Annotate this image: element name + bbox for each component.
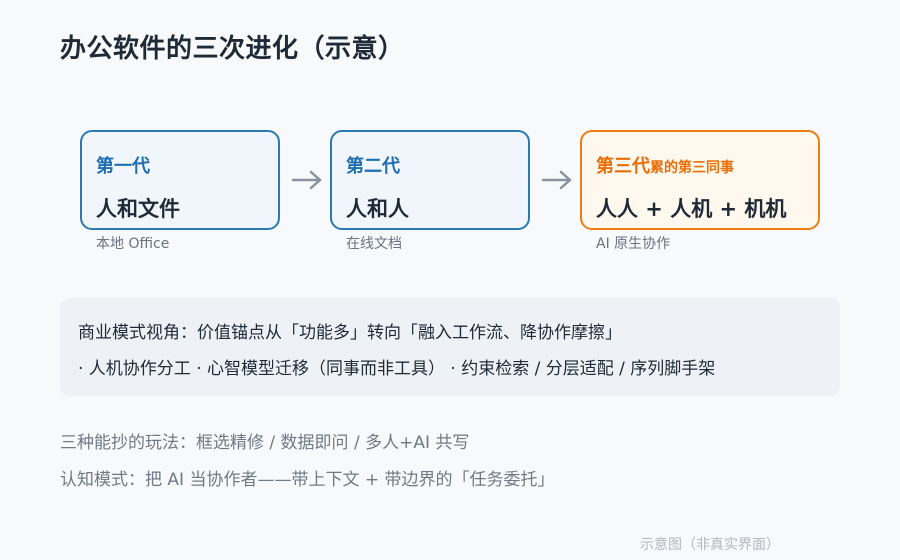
generation-1-caption: 本地 Office (96, 236, 170, 252)
generation-2-relation: 人和人 (346, 197, 409, 221)
insight-panel: 商业模式视角：价值锚点从「功能多」转向「融入工作流、降协作摩擦」 · 人机协作分… (60, 298, 840, 396)
generation-3-title: 第三代累的第三同事 (596, 152, 734, 178)
generation-3-name-suffix: 累的第三同事 (650, 160, 734, 176)
generation-3-name: 第三代 (596, 156, 650, 177)
arrow-right-icon (291, 170, 322, 190)
generation-1-title: 第一代 (96, 156, 150, 177)
generation-1-relation: 人和文件 (96, 197, 180, 221)
arrow-right-icon (541, 170, 572, 190)
page-title: 办公软件的三次进化（示意） (60, 34, 405, 64)
note-line-1: 三种能抄的玩法：框选精修 / 数据即问 / 多人+AI 共写 (60, 433, 470, 453)
generation-3-relation: 人人 + 人机 + 机机 (596, 197, 787, 221)
generation-3-caption: AI 原生协作 (596, 236, 671, 252)
generation-card-1: 第一代 人和文件 (80, 130, 280, 230)
insight-line-1: 商业模式视角：价值锚点从「功能多」转向「融入工作流、降协作摩擦」 (78, 323, 622, 343)
generation-2-caption: 在线文档 (346, 236, 402, 252)
generation-2-title: 第二代 (346, 156, 400, 177)
footer-disclaimer: 示意图（非真实界面） (640, 537, 780, 553)
generation-card-3: 第三代累的第三同事 人人 + 人机 + 机机 (580, 130, 820, 230)
generation-card-2: 第二代 人和人 (330, 130, 530, 230)
note-line-2: 认知模式：把 AI 当协作者——带上下文 + 带边界的「任务委托」 (60, 470, 555, 490)
insight-line-2: · 人机协作分工 · 心智模型迁移（同事而非工具） · 约束检索 / 分层适配 … (78, 359, 716, 379)
